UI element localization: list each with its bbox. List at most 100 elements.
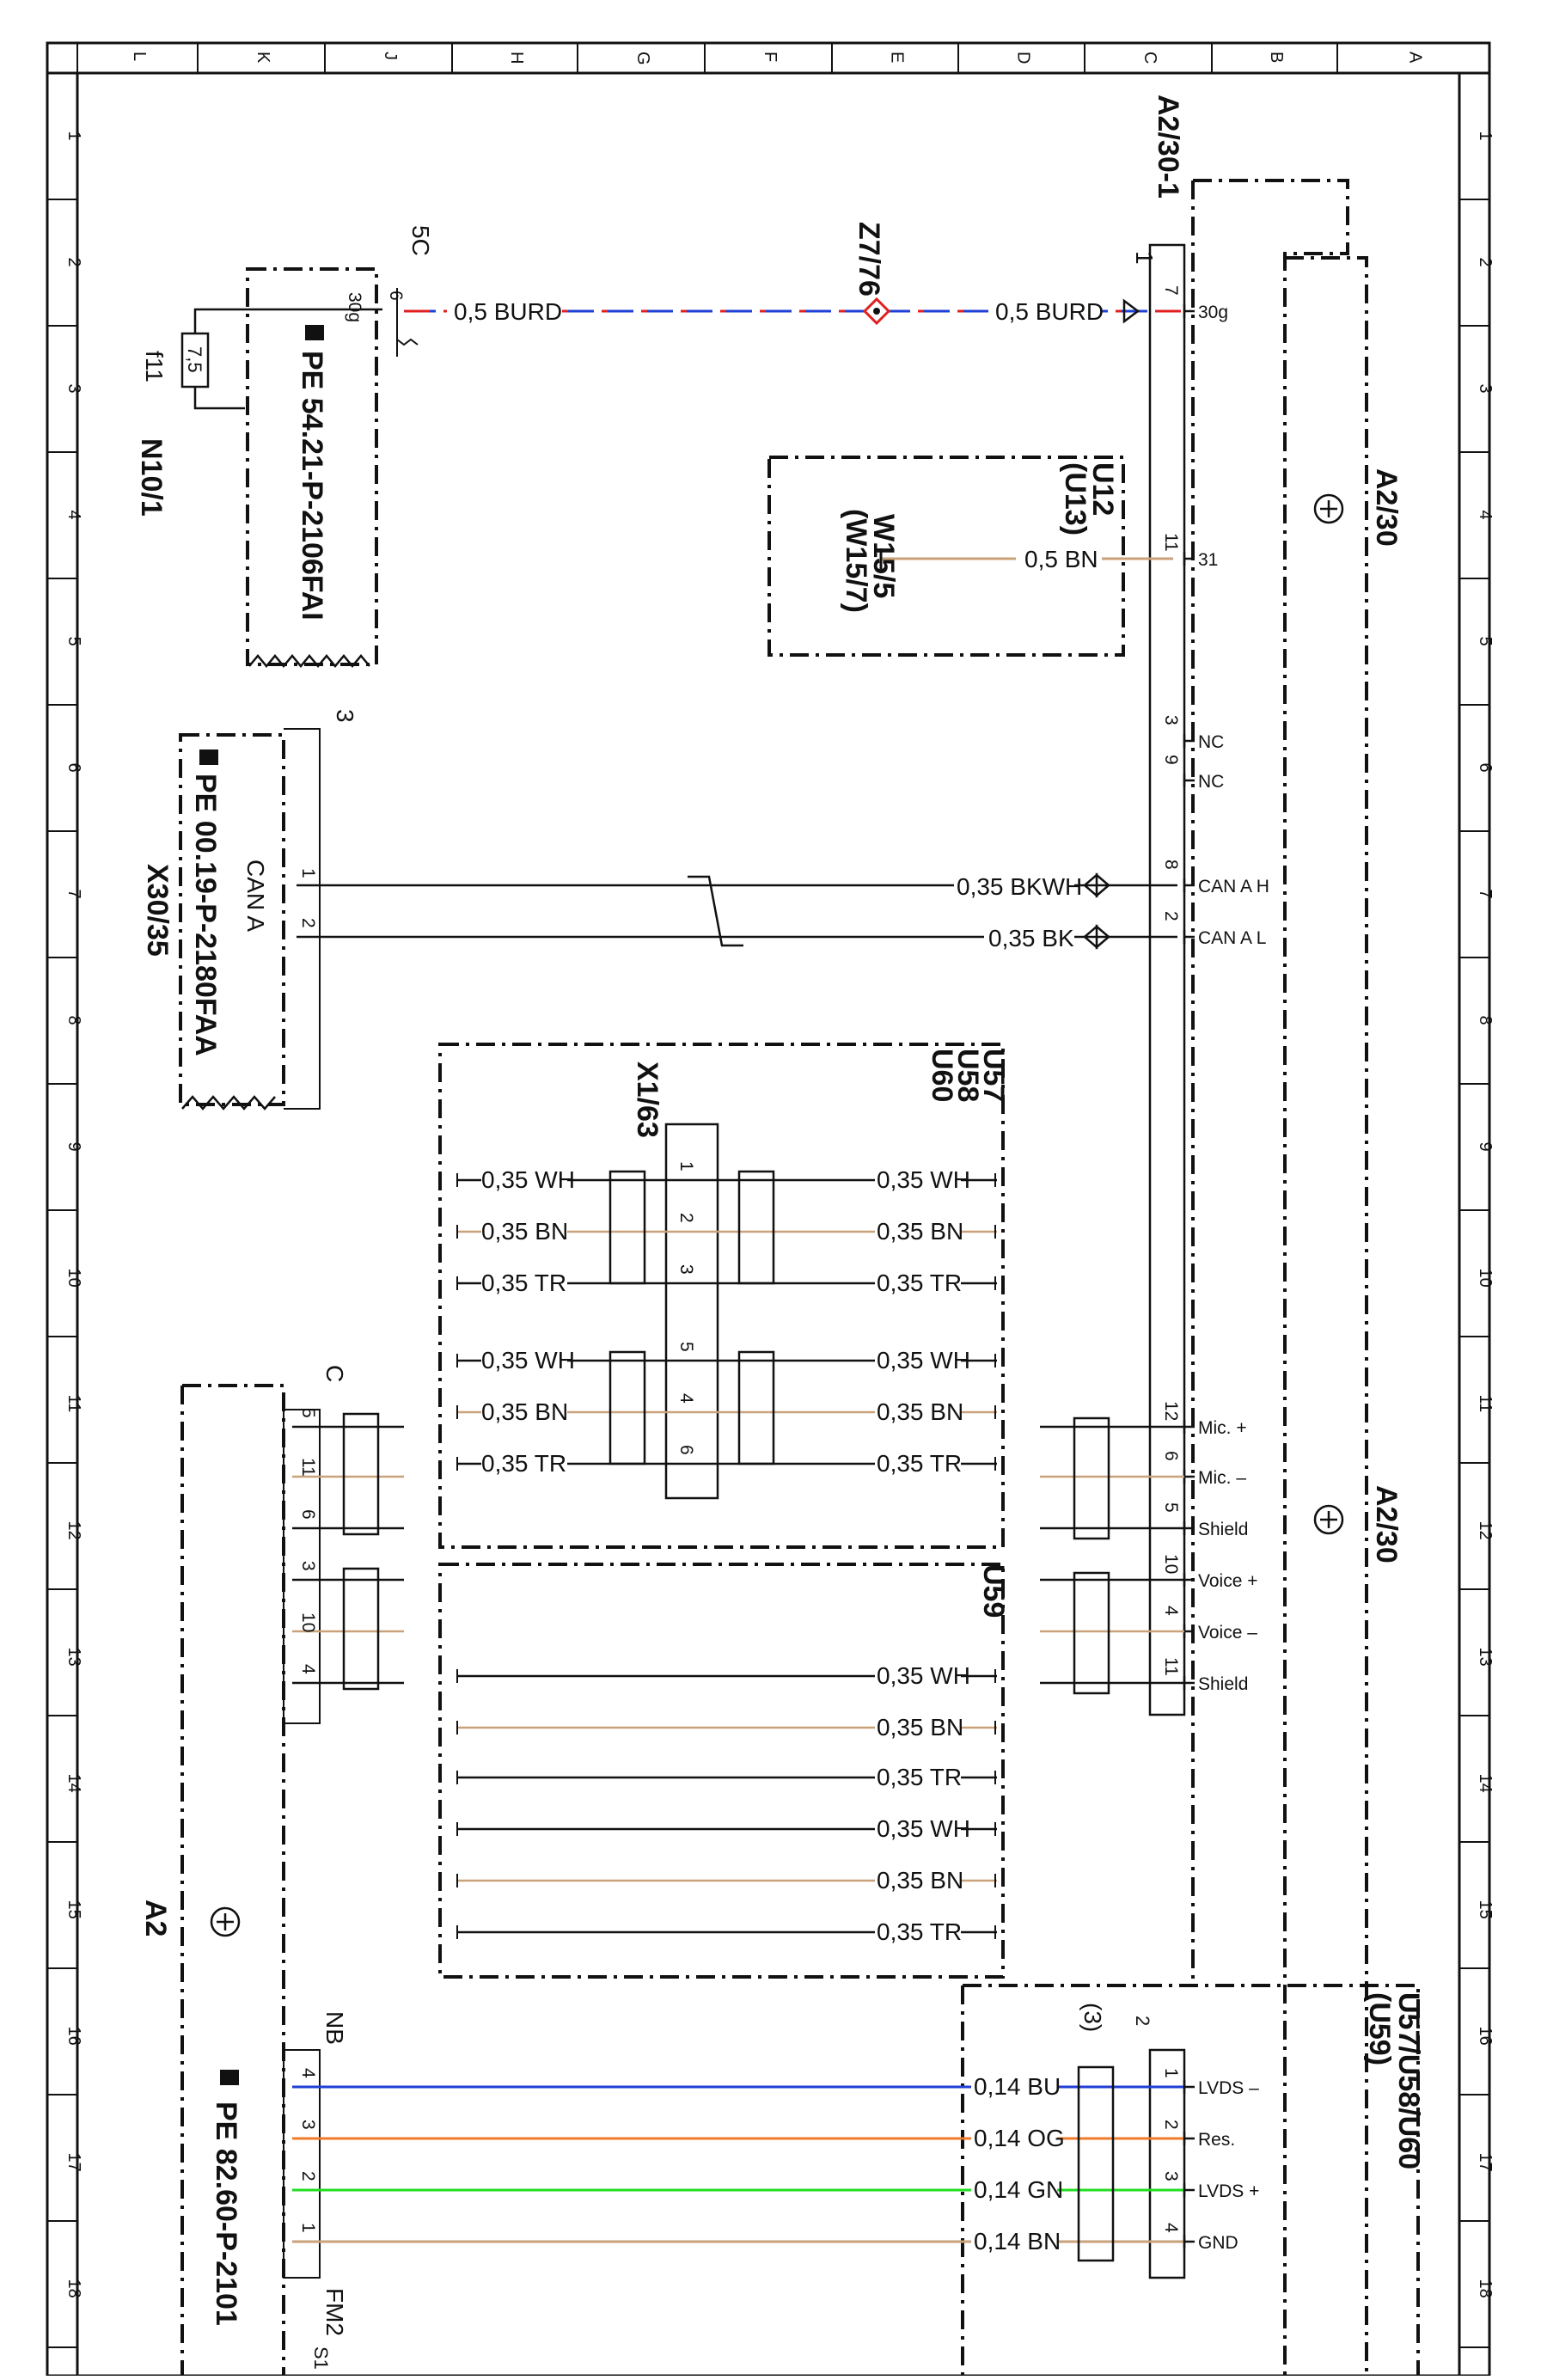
grid-number: 2 [64,258,83,267]
u57-label: U57 [977,1049,1010,1102]
grid-letter: A [1406,52,1425,64]
ref-c: C [321,1365,348,1382]
grid-number: 3 [1476,384,1495,394]
grid-number: 2 [1476,258,1495,267]
a2-30-1-label: A2/30-1 [1152,95,1184,199]
bidirectional-arrow-icon [1083,872,1110,950]
x1-63-label: X1/63 [631,1062,663,1138]
pe-00-19-label: PE 00.19-P-2180FAA [189,774,222,1056]
a2-c-pin-number: 10 [298,1612,318,1632]
wire-end-tick [456,1669,996,1683]
x1-63-connector [664,1123,719,1500]
burd-left-label: 0,5 BURD [454,298,562,325]
grid-number: 5 [64,637,83,646]
ref-s1: S1 [310,2346,332,2370]
u59-wire-label: 0,35 TR [877,1918,962,1945]
lvds-pin-name: GND [1198,2233,1238,2253]
wire-end-tick [456,1276,996,1290]
can-a-label: CAN A [242,860,269,932]
grid-number: 6 [1476,763,1495,773]
a2-30-1-pin-name: Voice + [1198,1571,1257,1591]
grid-number: 7 [64,890,83,899]
grid-letter: B [1267,52,1286,63]
pin-tick [1183,878,1195,892]
grid-number: 5 [1476,637,1495,646]
pin-tick [1183,2235,1195,2248]
x1-63-right-wire-label: 0,35 TR [877,1450,962,1477]
a2-nb-pin-number: 2 [298,2171,318,2181]
drawing-frame [46,41,1491,2377]
grid-number: 16 [64,2027,83,2046]
mic-voice-stubs [1040,1416,1184,1695]
a2-nb-pin-number: 4 [298,2068,318,2078]
ref-fm2: FM2 [321,2288,348,2336]
ref-label-1: 1 [1131,251,1158,265]
grid-number: 17 [1476,2153,1495,2172]
twisted-pair-icon [608,1350,775,1465]
can-wires: 0,35 BKWH 0,35 BK [297,871,1177,951]
grid-number: 10 [1476,1269,1495,1288]
lvds-pin-name: Res. [1198,2130,1235,2150]
lvds-pin-number: 1 [1161,2068,1181,2078]
lvds-wire-label: 0,14 OG [974,2125,1065,2151]
a2-30-labels: A2/30 A2/30 U57/U58/U60 (U59) [1313,468,1425,2169]
ref-3: 3 [332,709,358,723]
pointing-hand-icon [199,749,218,765]
a2-nb-pin-number: 3 [298,2120,318,2130]
grid-number: 18 [1476,2279,1495,2298]
wire-end-tick [456,1771,996,1784]
a2-30-1-pin-name: 30g [1198,303,1228,322]
wire-end-tick [456,1457,996,1471]
wire-end-tick [456,1225,996,1239]
a2-nb-pin-number: 1 [298,2223,318,2233]
a2-30-1-pin-number: 1 [1161,533,1181,543]
x1-63-left-wire-label: 0,35 TR [481,1450,566,1477]
u57-u58-u60-label: U57/U58/U60 [1392,1992,1425,2169]
pointing-hand-icon [220,2070,239,2085]
ref-2: 2 [1132,2016,1153,2026]
grid-number: 15 [1476,1900,1495,1919]
grid-number: 18 [64,2279,83,2298]
pin-tick [1183,734,1195,748]
x1-63-left-wire-label: 0,35 WH [481,1347,575,1374]
twisted-pair-icon [342,1412,380,1691]
pe-82-60-label: PE 82.60-P-2101 [210,2102,242,2326]
n10-1-module: N10/1 PE 54.21-P-2106FAI 7,5 f11 5C 6 30… [135,225,434,668]
u12-pin-num: 1 [1161,541,1181,552]
grid-number: 6 [64,763,83,773]
grid-number: 16 [1476,2027,1495,2046]
grid-number: 9 [1476,1142,1495,1152]
x1-63-pin-number: 1 [676,1161,696,1172]
pin-tick [1183,552,1195,566]
a2-30-top-label: A2/30 [1370,468,1403,547]
a2-30-1-pin-number: 6 [1161,1451,1181,1461]
a2-30-1-pin-number: 4 [1161,1606,1181,1616]
grid-number: 12 [64,1521,83,1540]
x30-35-pin-2: 2 [298,918,318,928]
bn-ground-label: 0,5 BN [1024,546,1098,572]
u12-ground-box: U12 (U13) W15/5 (W15/7) 0,5 BN 1 [767,456,1181,657]
grid-letter: K [254,52,272,64]
a2-c-pin-number: 3 [298,1561,318,1571]
a2-30-mid-label: A2/30 [1370,1485,1403,1563]
a2-30-1-pin-name: Shield [1198,1520,1248,1539]
grid-number: 1 [64,132,83,141]
ground-symbol-icon [210,1906,241,1937]
x1-63-right-wire-label: 0,35 TR [877,1270,962,1296]
u59-label: U59 [977,1564,1010,1618]
a2-30-enclosure [961,179,1420,2376]
grid-letter: F [761,52,780,62]
grid-number: 11 [64,1395,83,1413]
a2-c-pin-number: 11 [298,1458,318,1477]
fuse-name: f11 [141,351,168,382]
pin-tick [1183,930,1195,944]
a2-30-1-pin-name: Voice – [1198,1623,1257,1643]
a2-30-1-pin-name: Shield [1198,1674,1248,1694]
a2-c-pin-number: 5 [298,1408,318,1418]
w15-5-label: W15/5 [867,514,900,598]
x1-63-pin-number: 4 [676,1393,696,1404]
